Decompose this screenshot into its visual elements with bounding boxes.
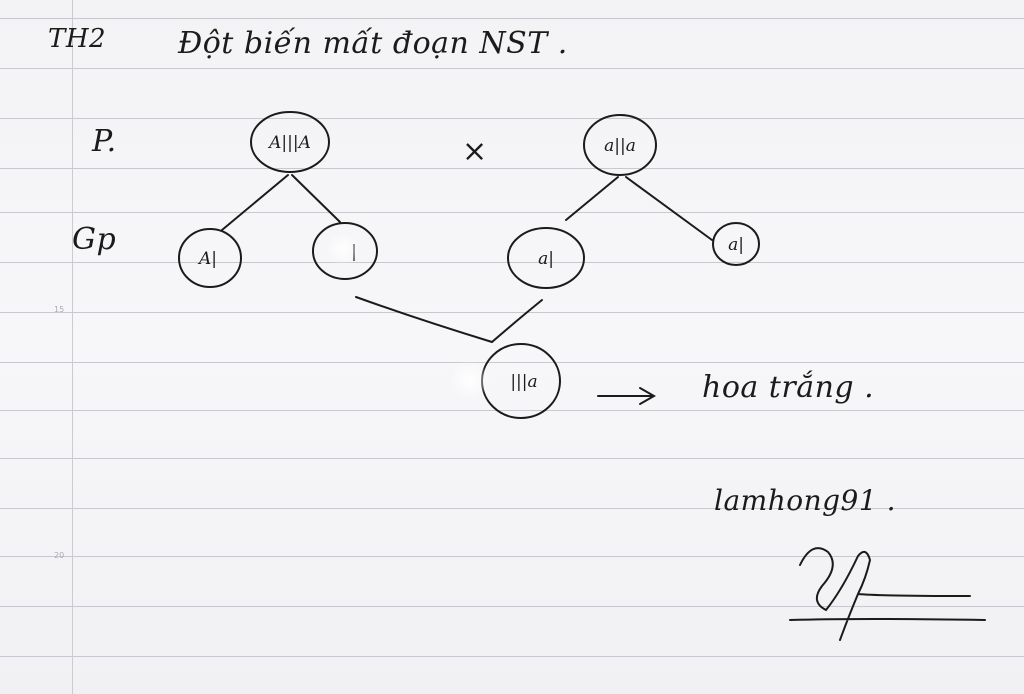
ruled-line (0, 410, 1024, 411)
section-prefix: TH2 (48, 24, 107, 54)
branch-line (625, 176, 713, 241)
ruled-line (0, 168, 1024, 169)
signature-scribble (789, 547, 986, 641)
arrow-head (639, 387, 657, 405)
gamete-label: a| (538, 249, 554, 269)
fusion-line (355, 296, 493, 343)
offspring-genotype-label: |||a (510, 372, 537, 392)
branch-line (221, 174, 289, 231)
ruled-line (0, 656, 1024, 657)
branch-line (291, 174, 341, 223)
parents-row-label: P. (92, 124, 117, 159)
margin-number: 15 (54, 305, 65, 314)
gamete-label: a| (728, 235, 744, 255)
page-title: Đột biến mất đoạn NST . (178, 26, 568, 61)
ruled-line (0, 458, 1024, 459)
margin-number: 20 (54, 551, 65, 560)
phenotype-result: hoa trắng . (702, 370, 875, 405)
ruled-line (0, 118, 1024, 119)
gamete-label: A| (197, 249, 217, 269)
gamete-circle (712, 222, 760, 266)
ruled-line (0, 606, 1024, 607)
ruled-line (0, 362, 1024, 363)
ruled-line (0, 18, 1024, 19)
light-glare (450, 360, 490, 400)
parent-genotype-label: a||a (604, 136, 636, 156)
author-name: lamhong91 . (714, 484, 896, 517)
gametes-row-label: Gp (72, 222, 117, 257)
parent-chromosome-circle (250, 111, 330, 173)
gamete-circle (312, 222, 378, 280)
gamete-circle (178, 228, 242, 288)
parent-chromosome-circle (583, 114, 657, 176)
margin-line (72, 0, 73, 694)
light-glare (326, 232, 360, 266)
ruled-line (0, 508, 1024, 509)
ruled-line (0, 262, 1024, 263)
ruled-line (0, 312, 1024, 313)
ruled-line (0, 68, 1024, 69)
gamete-circle (507, 227, 585, 289)
branch-line (565, 176, 619, 221)
parent-genotype-label: A|||A (267, 133, 311, 153)
ruled-line (0, 556, 1024, 557)
cross-symbol: × (462, 134, 488, 169)
fusion-line (491, 299, 543, 343)
ruled-line (0, 212, 1024, 213)
